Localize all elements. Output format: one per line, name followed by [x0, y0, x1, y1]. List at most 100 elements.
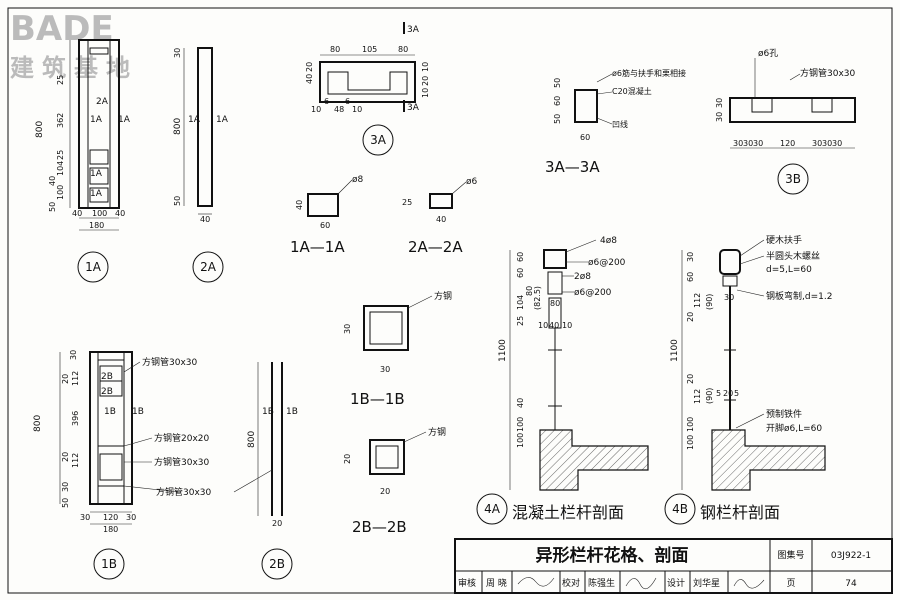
svg-text:48: 48 [334, 105, 344, 114]
svg-text:40: 40 [549, 321, 559, 330]
svg-text:凹线: 凹线 [612, 119, 628, 129]
svg-text:25: 25 [56, 75, 65, 85]
svg-text:审核: 审核 [458, 577, 476, 589]
svg-text:方钢管30x30: 方钢管30x30 [154, 456, 210, 468]
svg-text:80: 80 [550, 299, 560, 308]
svg-text:2B: 2B [101, 372, 113, 382]
svg-text:1A: 1A [188, 115, 201, 125]
svg-text:方钢管20x20: 方钢管20x20 [154, 432, 210, 444]
svg-text:60: 60 [686, 272, 695, 282]
svg-text:3B: 3B [785, 172, 801, 186]
svg-text:20: 20 [723, 389, 733, 398]
svg-text:30: 30 [126, 513, 136, 522]
svg-text:60: 60 [516, 252, 525, 262]
svg-text:图集号: 图集号 [777, 549, 804, 561]
svg-text:50: 50 [61, 498, 70, 508]
svg-text:方钢管30x30: 方钢管30x30 [800, 67, 856, 79]
svg-text:设计: 设计 [667, 577, 685, 589]
section-2b-2b: 方钢 20 20 2B—2B [343, 426, 446, 536]
svg-text:20: 20 [61, 374, 70, 384]
svg-text:1B: 1B [101, 557, 117, 571]
svg-text:10: 10 [562, 321, 572, 330]
svg-text:40: 40 [436, 215, 446, 224]
svg-text:30: 30 [812, 139, 822, 148]
svg-text:陈强生: 陈强生 [588, 577, 615, 589]
svg-text:60: 60 [320, 221, 330, 230]
svg-text:1100: 1100 [498, 339, 508, 362]
detail-4a-concrete-railing: 4ø8 ø6@200 2ø8 ø6@200 60 60 80 25 104 (8… [476, 236, 649, 525]
svg-text:1B: 1B [104, 407, 116, 417]
detail-4b-steel-railing: 硬木扶手 半圆头木螺丝 d=5,L=60 钢板弯制,d=1.2 预制铁件 开脚ø… [664, 234, 832, 525]
detail-3b: ø6孔 方钢管30x30 30 30 30 120 30 30 30 30 30… [715, 48, 856, 195]
svg-text:30: 30 [69, 350, 78, 360]
svg-text:1100: 1100 [670, 339, 680, 362]
svg-text:20: 20 [380, 487, 390, 496]
svg-text:112: 112 [693, 389, 702, 404]
svg-text:1A—1A: 1A—1A [290, 238, 345, 256]
svg-text:30: 30 [822, 139, 832, 148]
signature-check [625, 577, 657, 590]
svg-text:30: 30 [724, 293, 734, 302]
svg-text:(90): (90) [705, 388, 714, 404]
svg-text:30: 30 [61, 482, 70, 492]
section-2a-2a: ø6 40 25 2A—2A [402, 177, 478, 256]
svg-text:ø8: ø8 [352, 175, 364, 185]
sheet-title: 异形栏杆花格、剖面 [536, 545, 689, 566]
svg-text:1B: 1B [262, 407, 274, 417]
svg-text:预制铁件: 预制铁件 [766, 408, 802, 420]
svg-text:30: 30 [832, 139, 842, 148]
svg-text:5: 5 [734, 389, 739, 398]
svg-text:ø6筋与扶手和栗相接: ø6筋与扶手和栗相接 [612, 68, 686, 78]
title-block: 异形栏杆花格、剖面 图集号 03J922-1 页 74 审核 周 晓 校对 陈强… [454, 538, 893, 594]
svg-text:20: 20 [686, 374, 695, 384]
svg-text:112: 112 [71, 371, 80, 386]
svg-text:1A: 1A [118, 115, 131, 125]
svg-text:100: 100 [686, 435, 695, 450]
svg-text:60: 60 [580, 133, 590, 142]
svg-text:40: 40 [305, 74, 314, 84]
svg-text:页: 页 [786, 578, 795, 589]
svg-text:20: 20 [272, 519, 282, 528]
svg-text:100: 100 [516, 417, 525, 432]
svg-text:30: 30 [343, 324, 352, 334]
svg-text:1A: 1A [216, 115, 229, 125]
svg-text:ø6: ø6 [466, 177, 478, 187]
svg-text:4A: 4A [484, 502, 501, 516]
svg-text:2B: 2B [101, 387, 113, 397]
svg-text:ø6@200: ø6@200 [588, 258, 626, 268]
svg-text:钢栏杆剖面: 钢栏杆剖面 [700, 503, 780, 522]
svg-text:50: 50 [553, 78, 562, 88]
svg-text:(90): (90) [705, 294, 714, 310]
svg-text:6: 6 [324, 97, 329, 106]
svg-text:方钢: 方钢 [428, 426, 446, 438]
svg-text:180: 180 [103, 525, 118, 534]
svg-text:112: 112 [693, 293, 702, 308]
svg-text:112: 112 [71, 453, 80, 468]
svg-text:2ø8: 2ø8 [574, 272, 591, 282]
svg-text:30: 30 [743, 139, 753, 148]
svg-text:100: 100 [92, 209, 107, 218]
svg-text:20: 20 [305, 62, 314, 72]
sheet-border [7, 7, 893, 594]
svg-text:30: 30 [753, 139, 763, 148]
svg-text:800: 800 [247, 431, 257, 448]
svg-text:180: 180 [89, 221, 104, 230]
svg-text:105: 105 [362, 45, 377, 54]
detail-1a-elevation: 25 362 800 25 104 40 100 50 40 100 40 18… [35, 39, 131, 283]
svg-text:10: 10 [538, 321, 548, 330]
svg-text:120: 120 [103, 513, 118, 522]
svg-text:800: 800 [35, 121, 45, 138]
svg-text:5: 5 [716, 389, 721, 398]
svg-text:40: 40 [48, 176, 57, 186]
svg-text:周 晓: 周 晓 [486, 577, 507, 589]
svg-text:3A: 3A [407, 25, 420, 35]
section-1a-1a: ø8 60 40 1A—1A [290, 175, 364, 256]
svg-text:20: 20 [343, 454, 352, 464]
svg-text:2B—2B: 2B—2B [352, 518, 407, 536]
svg-text:(82.5): (82.5) [533, 286, 542, 310]
svg-text:40: 40 [516, 398, 525, 408]
svg-text:80: 80 [525, 286, 534, 296]
svg-text:40: 40 [295, 200, 304, 210]
